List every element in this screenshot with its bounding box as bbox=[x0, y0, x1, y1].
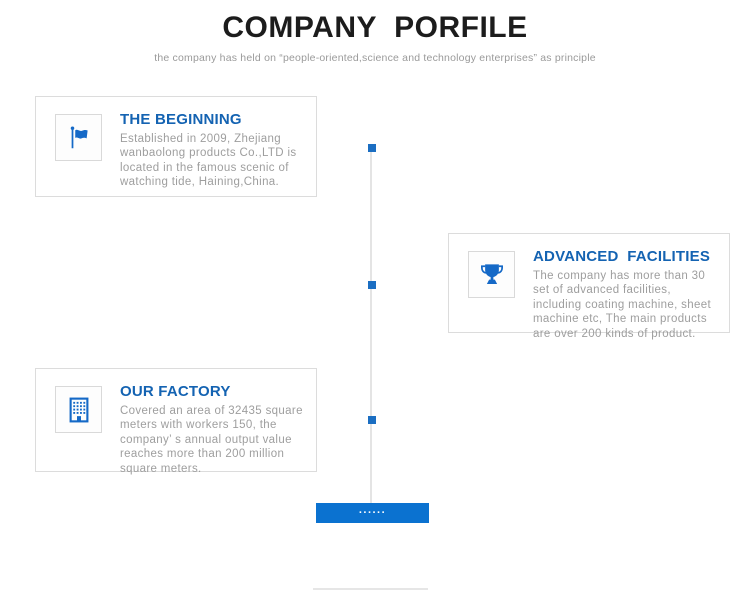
card-body: Covered an area of 32435 square meters w… bbox=[120, 405, 303, 475]
timeline-dot bbox=[368, 281, 376, 289]
card-title: ADVANCED FACILITIES bbox=[533, 248, 711, 265]
bottom-divider bbox=[313, 588, 428, 590]
timeline-dot bbox=[368, 144, 376, 152]
building-icon bbox=[55, 386, 102, 433]
card-title: OUR FACTORY bbox=[120, 383, 231, 400]
page-title: COMPANY PORFILE bbox=[222, 11, 528, 44]
card-body: Established in 2009, Zhejiang wanbaolong… bbox=[120, 133, 297, 189]
timeline-line bbox=[370, 148, 372, 503]
card-advanced-facilities: ADVANCED FACILITIES The company has more… bbox=[448, 233, 730, 340]
card-content: ADVANCED FACILITIES The company has more… bbox=[533, 248, 723, 341]
page-subtitle: the company has held on “people-oriented… bbox=[154, 52, 596, 64]
card-body: The company has more than 30 set of adva… bbox=[533, 270, 712, 340]
trophy-icon bbox=[468, 251, 515, 298]
more-button[interactable]: ...... bbox=[316, 503, 429, 523]
card-our-factory: OUR FACTORY Covered an area of 32435 squ… bbox=[35, 368, 317, 475]
card-content: OUR FACTORY Covered an area of 32435 squ… bbox=[120, 383, 310, 476]
card-the-beginning: THE BEGINNING Established in 2009, Zheji… bbox=[35, 96, 317, 197]
card-title: THE BEGINNING bbox=[120, 111, 242, 128]
timeline-dot bbox=[368, 416, 376, 424]
card-content: THE BEGINNING Established in 2009, Zheji… bbox=[120, 111, 310, 190]
flag-icon bbox=[55, 114, 102, 161]
more-button-label: ...... bbox=[358, 503, 387, 516]
